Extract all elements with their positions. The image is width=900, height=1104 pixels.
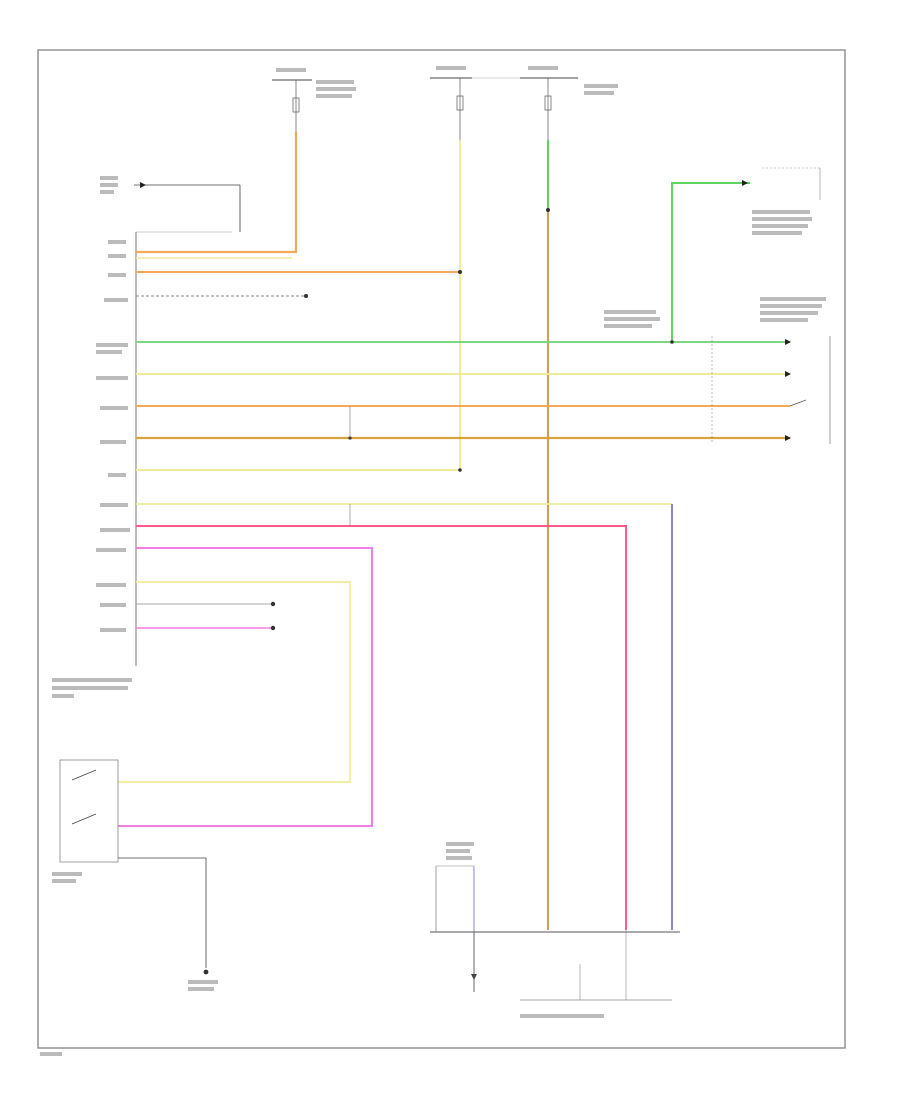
right-module-label-2 xyxy=(760,304,822,308)
splice-dot-icon xyxy=(546,208,550,212)
pin-label-7 xyxy=(96,376,128,380)
splice-dot-icon xyxy=(304,294,308,298)
pin-label-12 xyxy=(100,528,130,532)
right-module-label-4 xyxy=(760,318,808,322)
pin-label-15 xyxy=(100,603,126,607)
fuse-label-2 xyxy=(316,80,354,84)
module-name-line-3 xyxy=(52,694,74,698)
pin-label-1 xyxy=(108,240,126,244)
splice-dot-icon xyxy=(458,270,462,274)
switch-icon xyxy=(71,813,97,825)
top-right-component xyxy=(604,167,821,328)
connector-arrow-icon xyxy=(742,180,748,186)
ground-label-1 xyxy=(188,980,218,984)
connector-arrow-icon xyxy=(785,339,791,345)
diagram-frame xyxy=(37,49,846,1049)
pin-label-10 xyxy=(108,473,126,477)
wire-pink xyxy=(136,525,627,930)
pin-label-5 xyxy=(96,343,128,347)
corner-label xyxy=(40,1052,62,1056)
right-module-label-3 xyxy=(760,311,818,315)
pin-label-11 xyxy=(100,503,128,507)
switch-label-1 xyxy=(52,872,82,876)
pin-label-6 xyxy=(96,350,122,354)
splice-dot-icon xyxy=(270,625,276,631)
splice-dot-icon xyxy=(270,601,276,607)
splice-dot-icon xyxy=(670,340,674,344)
switch-housing xyxy=(59,759,119,863)
fuse-label-3 xyxy=(316,87,356,91)
pin-label-13 xyxy=(96,548,126,552)
component-label-1 xyxy=(752,210,810,214)
input-label-3 xyxy=(100,190,114,194)
bottom-switch-module xyxy=(430,842,680,1018)
input-label-2 xyxy=(100,183,118,187)
input-connector-top-left xyxy=(100,176,241,232)
module-label-3 xyxy=(446,856,472,860)
fuse-group-3 xyxy=(472,66,618,140)
splice-dot-icon xyxy=(458,468,462,472)
switch-icon xyxy=(71,769,97,781)
splice-label-1 xyxy=(604,310,656,314)
right-module-label-1 xyxy=(760,297,826,301)
pin-label-8 xyxy=(100,406,128,410)
pin-label-2 xyxy=(108,254,126,258)
module-pin-labels xyxy=(52,240,132,698)
component-label-3 xyxy=(752,224,808,228)
wire-orange-fuse xyxy=(136,132,298,254)
module-name-line-2 xyxy=(52,686,128,690)
module-name-label xyxy=(520,1014,604,1018)
splice-dot-icon xyxy=(203,969,209,975)
module-label-2 xyxy=(446,849,470,853)
fuse-label-3 xyxy=(584,91,614,95)
pin-label-14 xyxy=(96,583,126,587)
component-label-4 xyxy=(752,231,802,235)
connector-arrow-icon xyxy=(785,435,791,441)
connector-stub xyxy=(789,399,807,407)
splice-label-2 xyxy=(604,317,660,321)
right-connector-group xyxy=(711,297,831,444)
pin-label-9 xyxy=(100,440,126,444)
fuse-label-1 xyxy=(276,68,306,72)
input-label-1 xyxy=(100,176,118,180)
wire-yellow-switch xyxy=(118,581,351,783)
switch-assembly xyxy=(52,759,218,991)
wire-yellow-fuse xyxy=(136,140,461,471)
module-label-1 xyxy=(446,842,474,846)
fuse-label-1 xyxy=(436,66,466,70)
wire-green-top xyxy=(671,182,750,342)
ground-icon xyxy=(471,974,477,980)
connector-arrow-icon xyxy=(785,371,791,377)
switch-label-2 xyxy=(52,879,76,883)
component-label-2 xyxy=(752,217,812,221)
wire-magenta xyxy=(118,547,373,827)
pin-label-16 xyxy=(100,628,126,632)
fuse-label-1 xyxy=(528,66,558,70)
splice-label-3 xyxy=(604,324,652,328)
ground-label-2 xyxy=(188,987,214,991)
pin-label-3 xyxy=(108,273,126,277)
pin-label-4 xyxy=(104,298,128,302)
fuse-group-1 xyxy=(272,68,356,132)
module-name-line-1 xyxy=(52,678,132,682)
fuse-group-2 xyxy=(430,66,472,140)
fuse-label-2 xyxy=(584,84,618,88)
fuse-label-4 xyxy=(316,94,352,98)
connector-arrow-icon xyxy=(140,182,146,188)
